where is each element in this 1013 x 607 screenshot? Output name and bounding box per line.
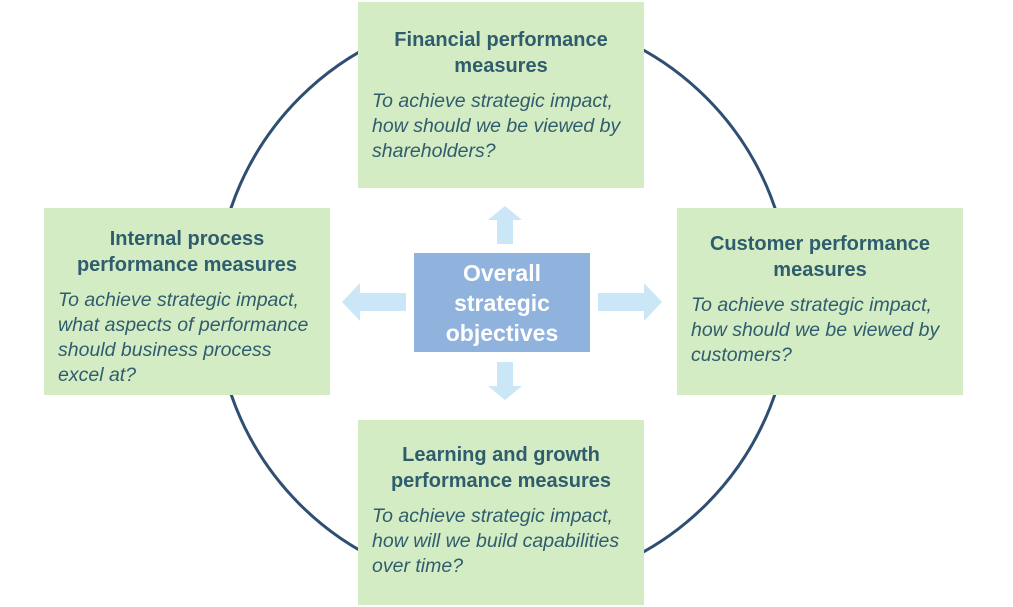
learning-growth-title: Learning and growth performance measures [390, 444, 612, 492]
center-objectives-label: Overall strategic objectives [445, 259, 559, 346]
customer-question: To achieve strategic impact, how should … [691, 294, 940, 366]
internal-process-box: Internal process performance measures To… [44, 208, 330, 395]
financial-question: To achieve strategic impact, how should … [372, 90, 621, 162]
arrow-up-icon [488, 206, 522, 244]
financial-title: Financial performance measures [394, 29, 608, 77]
learning-growth-question: To achieve strategic impact, how will we… [372, 505, 620, 577]
internal-process-question: To achieve strategic impact, what aspect… [58, 289, 309, 386]
financial-box: Financial performance measures To achiev… [358, 2, 644, 188]
center-objectives-box: Overall strategic objectives [414, 253, 590, 352]
arrow-down-icon [488, 362, 522, 400]
customer-title: Customer performance measures [709, 233, 931, 281]
learning-growth-box: Learning and growth performance measures… [358, 420, 644, 605]
internal-process-title: Internal process performance measures [76, 228, 298, 276]
customer-box: Customer performance measures To achieve… [677, 208, 963, 395]
arrow-left-icon [342, 283, 406, 321]
arrow-right-icon [598, 283, 662, 321]
